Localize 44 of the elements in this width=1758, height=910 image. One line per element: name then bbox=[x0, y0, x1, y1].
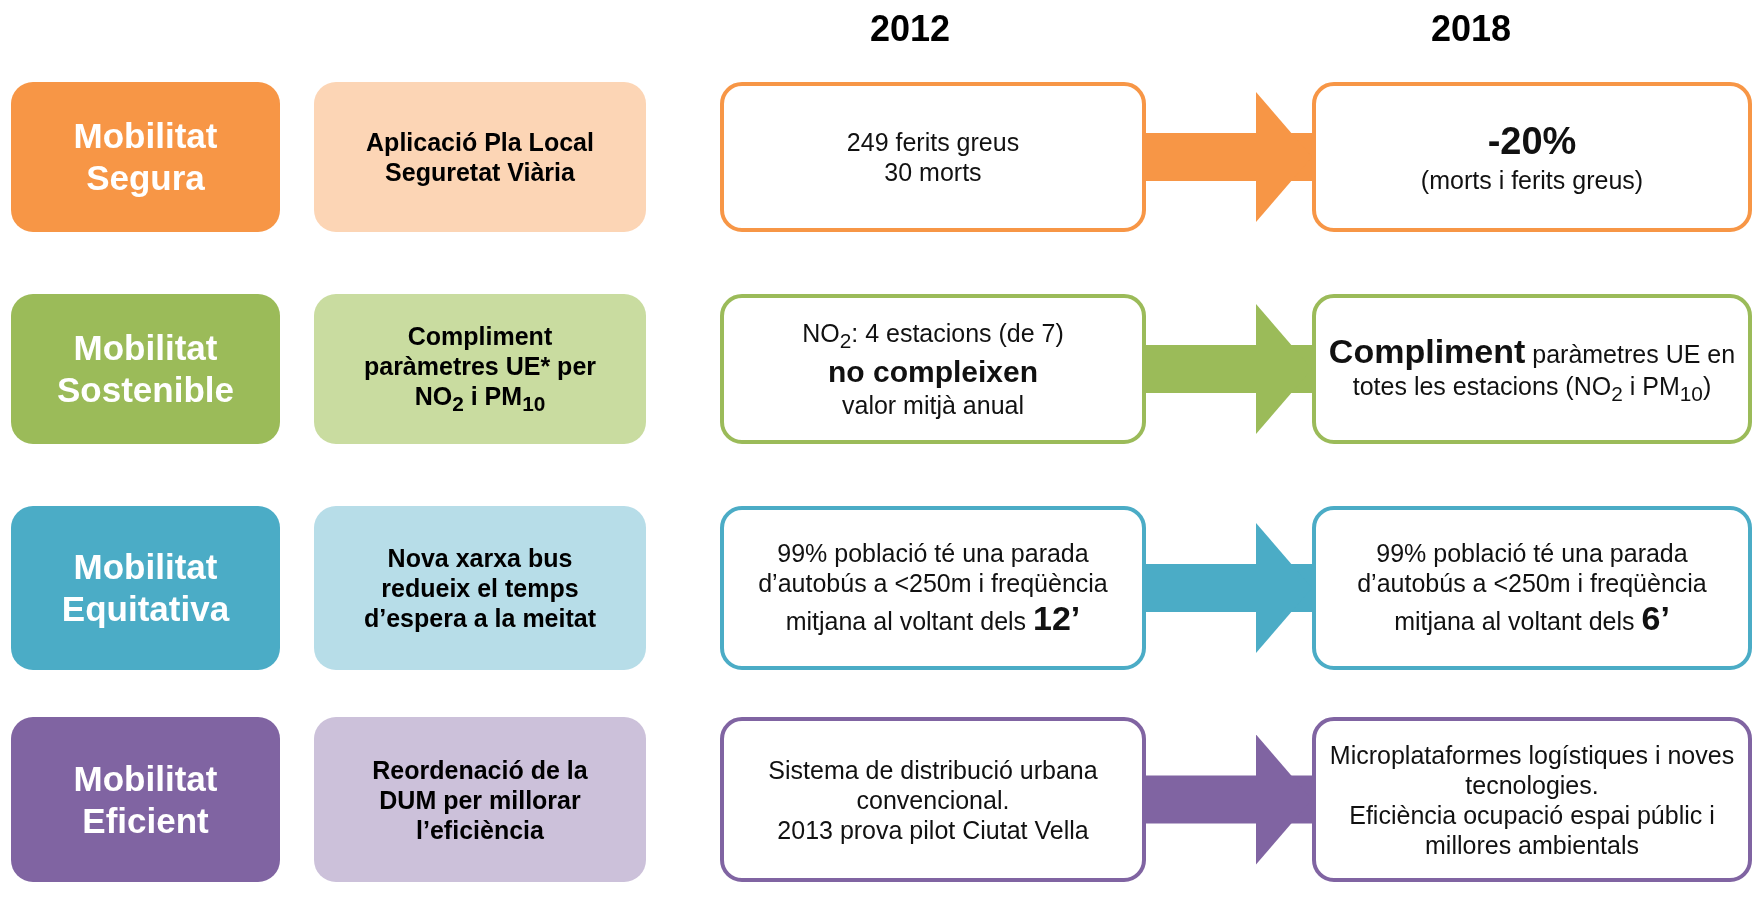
action-box bbox=[314, 717, 646, 882]
action-box bbox=[314, 506, 646, 670]
category-box bbox=[11, 717, 280, 882]
block-arrow bbox=[1146, 304, 1312, 434]
node-text: Mobilitat Equitativa bbox=[60, 546, 231, 630]
block-arrow bbox=[1146, 92, 1312, 222]
node-text: Sistema de distribució urbana convencional. bbox=[767, 754, 1099, 815]
node-text: Reordenació de la DUM per millorar l’eficiència bbox=[371, 754, 589, 845]
indicator-box bbox=[720, 506, 1146, 670]
node-text: Microplataformes logístiques i noves tecnologies. bbox=[1328, 739, 1736, 800]
node-text: (morts i ferits greus) bbox=[1420, 164, 1644, 195]
node-text: Aplicació Pla Local Seguretat Viària bbox=[365, 127, 595, 187]
indicator-box bbox=[720, 717, 1146, 882]
node-text: Mobilitat Segura bbox=[72, 115, 219, 199]
year-heading: 2018 bbox=[1430, 8, 1512, 50]
node-text: 249 ferits greus bbox=[846, 127, 1020, 157]
block-arrow bbox=[1146, 734, 1312, 865]
node-text: 99% població té una parada d’autobús a <250m i freqüència mitjana al voltant dels 12’ bbox=[757, 537, 1109, 639]
block-arrow bbox=[1146, 523, 1312, 653]
node-text: 30 morts bbox=[884, 157, 982, 187]
indicator-box bbox=[1312, 82, 1752, 232]
action-box bbox=[314, 82, 646, 232]
node-text: Mobilitat Sostenible bbox=[56, 327, 235, 411]
node-text: valor mitjà anual bbox=[842, 390, 1024, 420]
node-text: NO$_{2}$: 4 estacions (de 7) bbox=[802, 318, 1064, 354]
node-text: no compleixen bbox=[827, 354, 1038, 390]
indicator-box bbox=[1312, 506, 1752, 670]
node-text: Compliment paràmetres UE en totes les estacions (NO$_{2}$ i PM$_{10}$) bbox=[1327, 330, 1737, 408]
indicator-box bbox=[720, 82, 1146, 232]
node-text: Eficiència ocupació espai públic i millores ambientals bbox=[1348, 799, 1716, 860]
node-text: Nova xarxa bus redueix el temps d’espera a la meitat bbox=[362, 543, 598, 633]
category-box bbox=[11, 506, 280, 670]
indicator-box bbox=[1312, 294, 1752, 444]
year-heading: 2012 bbox=[869, 8, 951, 50]
category-box bbox=[11, 294, 280, 444]
node-text: 2013 prova pilot Ciutat Vella bbox=[777, 814, 1089, 845]
node-text: 99% població té una parada d’autobús a <250m i freqüència mitjana al voltant dels 6’ bbox=[1356, 537, 1708, 639]
category-box bbox=[11, 82, 280, 232]
action-box bbox=[314, 294, 646, 444]
node-text: Mobilitat Eficient bbox=[72, 757, 219, 842]
node-text: -20% bbox=[1487, 119, 1577, 165]
node-text: Compliment paràmetres UE* per NO$_{2}$ i PM$_{10}$ bbox=[362, 321, 598, 417]
indicator-box bbox=[1312, 717, 1752, 882]
indicator-box bbox=[720, 294, 1146, 444]
